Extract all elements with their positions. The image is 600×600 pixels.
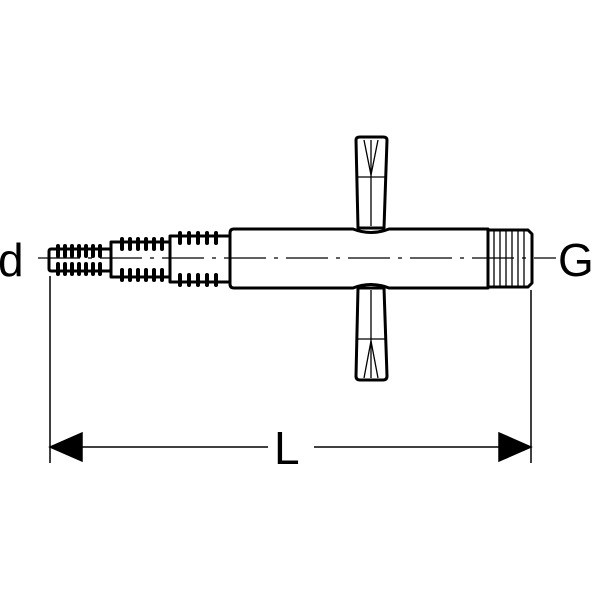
handle-bottom bbox=[354, 286, 389, 382]
dimension-L bbox=[48, 276, 533, 463]
thread-d-stepped bbox=[47, 231, 232, 287]
arrowhead-right bbox=[498, 431, 533, 463]
handle-top bbox=[354, 135, 389, 230]
label-G: G bbox=[558, 234, 594, 286]
label-L: L bbox=[274, 422, 300, 474]
label-d: d bbox=[0, 234, 24, 286]
arrowhead-left bbox=[48, 431, 83, 463]
